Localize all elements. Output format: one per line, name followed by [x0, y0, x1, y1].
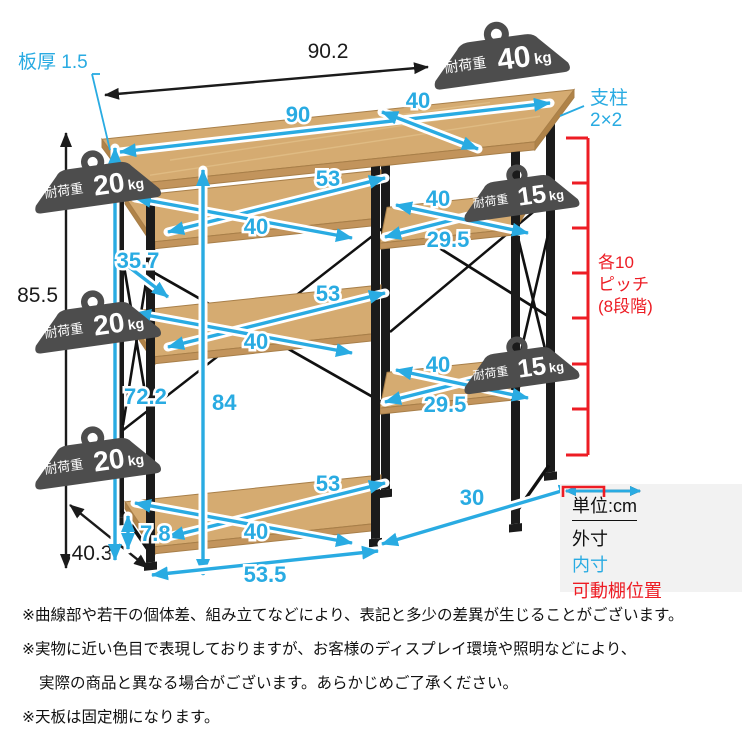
svg-text:kg: kg	[127, 451, 145, 469]
load-badge-top: 耐荷重 40 kg	[434, 21, 570, 90]
inner-dimension-arrows: 90 40 53 40 53 40 53 40 40 29.5 40 29.5 …	[107, 86, 580, 590]
shelf-a-depth-label: 40	[244, 214, 268, 239]
load-badge-left-2: 耐荷重 20 kg	[35, 290, 162, 354]
svg-text:耐荷重: 耐荷重	[472, 364, 509, 383]
outer-dimension-arrows: 90.2 85.5 40.3	[15, 38, 429, 569]
footnotes: ※曲線部や若干の個体差、組み立てなどにより、表記と多少の差異が生じることがござい…	[22, 606, 734, 742]
legend-outer-label: 外寸	[572, 529, 608, 549]
bottom-width-label: 53.5	[244, 562, 287, 587]
svg-text:耐荷重: 耐荷重	[43, 181, 84, 201]
svg-text:支柱: 支柱	[590, 87, 628, 109]
legend-box: 単位:cm 外寸 内寸 可動棚位置	[560, 484, 742, 601]
load-badge-left-3: 耐荷重 20 kg	[35, 426, 162, 490]
front-height-label: 84	[212, 390, 237, 415]
legend-unit: 単位:cm	[572, 492, 637, 521]
board-thickness-callout: 板厚 1.5	[18, 51, 111, 151]
top-width-label: 90	[286, 102, 310, 127]
svg-text:kg: kg	[127, 175, 145, 193]
footnote-2a: ※実物に近い色目で表現しておりますが、お客様のディスプレイ環境や照明などにより、	[22, 640, 637, 658]
shelf-c-depth-label: 40	[244, 519, 268, 544]
post-callout: 支柱 2×2	[559, 87, 628, 131]
movable-bracket-sample-icon	[561, 485, 606, 497]
footnote-2b: 実際の商品と異なる場合がございます。あらかじめご了承ください。	[39, 674, 518, 692]
svg-text:耐荷重: 耐荷重	[443, 54, 487, 76]
front-middle-post	[371, 166, 380, 540]
shelf-b-depth-label: 40	[244, 329, 268, 354]
pitch-note-line1: 各10	[598, 253, 634, 272]
shelf-c-width-label: 53	[316, 471, 340, 496]
svg-text:15: 15	[516, 352, 548, 384]
svg-text:板厚 1.5: 板厚 1.5	[18, 51, 88, 73]
inner-height-label: 72.2	[124, 384, 167, 409]
small1-width-label: 40	[426, 186, 450, 211]
pitch-note-line3: (8段階)	[598, 297, 653, 316]
small1-depth-label: 29.5	[427, 227, 470, 252]
svg-text:kg: kg	[548, 359, 565, 376]
shelf-rack-illustration	[101, 88, 576, 571]
svg-text:2×2: 2×2	[590, 110, 622, 131]
svg-text:15: 15	[516, 180, 548, 212]
outer-height-label: 85.5	[17, 284, 58, 307]
svg-text:kg: kg	[127, 315, 145, 333]
svg-text:耐荷重: 耐荷重	[472, 192, 509, 211]
svg-text:20: 20	[91, 306, 126, 341]
footnote-1: ※曲線部や若干の個体差、組み立てなどにより、表記と多少の差異が生じることがござい…	[22, 607, 684, 624]
right-width-label: 30	[460, 485, 484, 510]
small2-depth-label: 29.5	[424, 392, 467, 417]
legend-inner-label: 内寸	[572, 555, 608, 575]
movable-shelf-bracket: 各10 ピッチ (8段階)	[566, 136, 653, 457]
svg-text:20: 20	[91, 166, 126, 201]
svg-text:kg: kg	[548, 187, 565, 204]
small2-width-label: 40	[426, 352, 450, 377]
back-right-post	[546, 99, 555, 473]
svg-text:20: 20	[91, 442, 126, 477]
svg-text:耐荷重: 耐荷重	[43, 457, 84, 477]
load-badge-left-1: 耐荷重 20 kg	[35, 150, 162, 214]
load-badge-right-2: 耐荷重 15 kg	[464, 336, 580, 395]
left-diag-label: 35.7	[117, 248, 160, 273]
pitch-note-line2: ピッチ	[598, 275, 649, 294]
outer-depth-label: 40.3	[72, 542, 113, 565]
load-badge-right-1: 耐荷重 15 kg	[464, 164, 580, 223]
shelf-b-width-label: 53	[316, 281, 340, 306]
back-middle-post	[381, 117, 390, 490]
legend-movable-label: 可動棚位置	[572, 581, 662, 601]
bottom-clearance-label: 7.8	[140, 521, 171, 546]
svg-text:40: 40	[495, 40, 533, 77]
footnote-3: ※天板は固定棚になります。	[22, 708, 220, 726]
svg-text:kg: kg	[533, 49, 553, 68]
svg-text:耐荷重: 耐荷重	[43, 321, 84, 341]
shelf-a-width-label: 53	[316, 166, 340, 191]
top-depth-label: 40	[406, 88, 430, 113]
outer-width-label: 90.2	[308, 40, 349, 63]
